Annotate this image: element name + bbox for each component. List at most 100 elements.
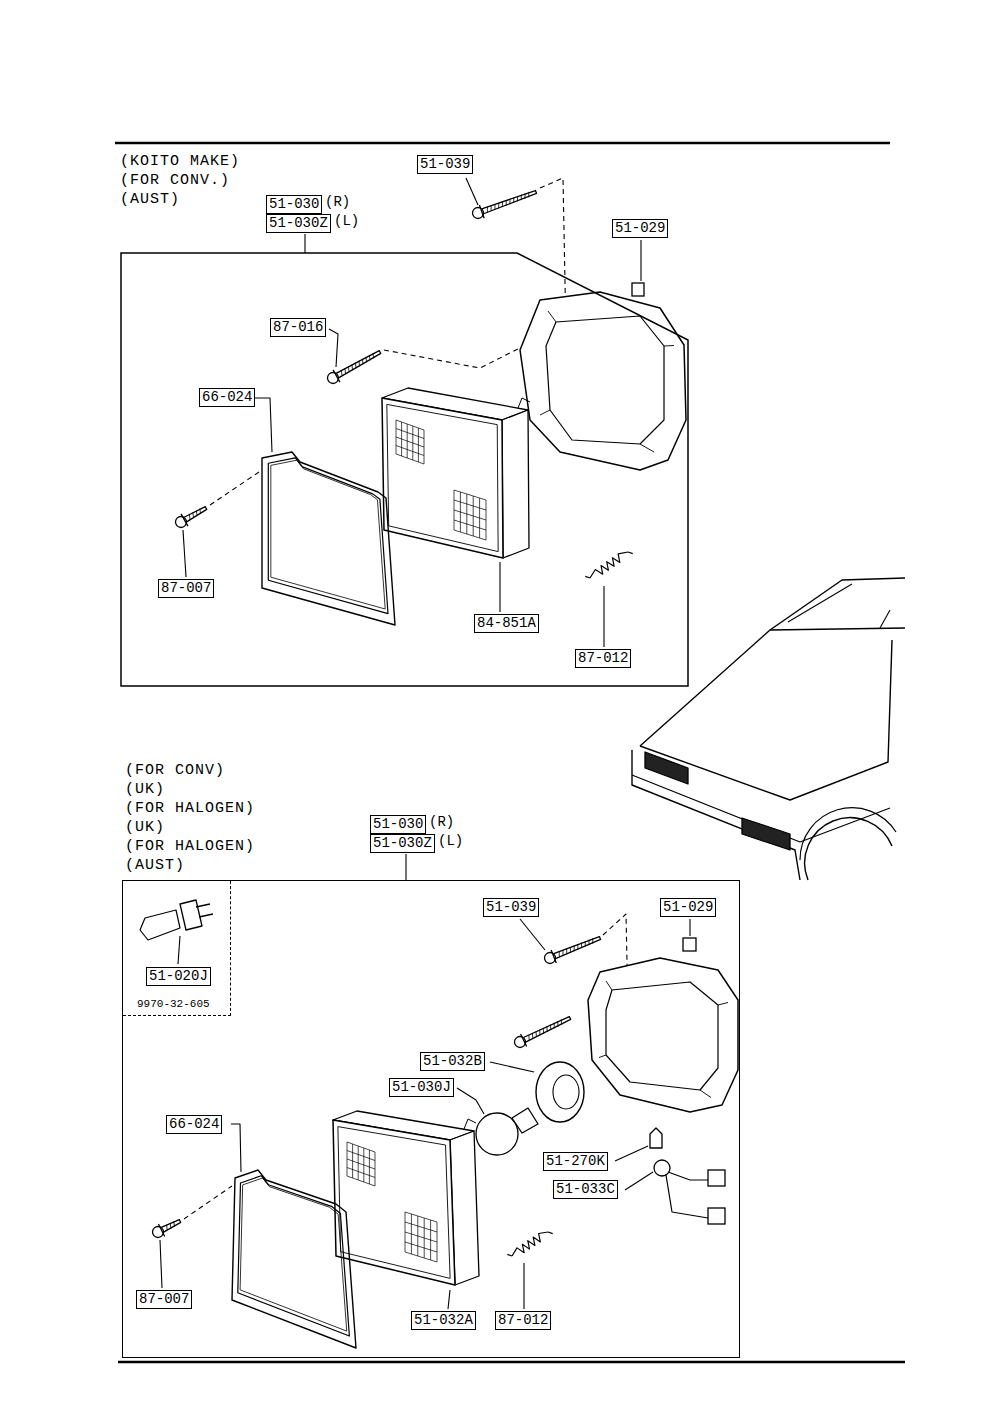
screw-thread xyxy=(557,1021,558,1027)
screw-washer xyxy=(521,1034,527,1047)
screw-washer xyxy=(479,205,484,218)
screw-thread xyxy=(588,940,589,946)
screw-thread xyxy=(554,1023,555,1029)
lamp-top xyxy=(333,1111,474,1140)
bezel-lip xyxy=(271,460,385,609)
screw-thread xyxy=(369,355,371,361)
leader-line xyxy=(457,1088,484,1114)
car-outline xyxy=(640,628,905,746)
screw-thread xyxy=(581,943,582,949)
screw-thread xyxy=(341,370,343,376)
screw-washer xyxy=(333,370,340,382)
lens-pattern xyxy=(486,500,487,540)
leader-line xyxy=(520,919,545,950)
frame-outline xyxy=(121,253,690,686)
connector xyxy=(708,1208,725,1224)
clip xyxy=(683,938,696,951)
bezel-outer xyxy=(232,1170,356,1348)
wire xyxy=(668,1172,708,1180)
screw-thread xyxy=(362,359,364,365)
screw-thread xyxy=(561,1019,562,1025)
lens-pattern xyxy=(454,510,486,520)
leader-line xyxy=(329,329,338,367)
heading-line: (KOITO MAKE) xyxy=(120,152,240,171)
car-outline xyxy=(880,610,890,628)
lamp-side xyxy=(450,1131,479,1285)
callout-number: 84-851A xyxy=(474,614,539,633)
side-marker: (L) xyxy=(438,833,463,850)
housing-rib xyxy=(599,1055,606,1058)
screw-washer xyxy=(181,514,188,526)
housing-rib xyxy=(718,1003,728,1006)
screw-shaft xyxy=(523,1017,570,1043)
screw-thread xyxy=(348,367,350,373)
car-outline xyxy=(640,640,892,800)
screw-thread xyxy=(521,195,522,201)
leader-line xyxy=(183,530,186,577)
screw-thread xyxy=(546,1026,547,1032)
callout-number: 51-030J xyxy=(389,1078,454,1097)
leader-line xyxy=(178,936,180,964)
screw-thread xyxy=(513,197,514,203)
callout-number: 51-030 xyxy=(266,195,322,214)
screw-thread xyxy=(355,363,357,369)
screw-thread xyxy=(577,944,578,950)
bezel-lip xyxy=(240,1178,347,1331)
screw-thread xyxy=(506,200,507,206)
spring-hook xyxy=(585,576,590,578)
screw-thread xyxy=(491,205,492,211)
lens-pattern xyxy=(396,420,397,454)
lens-pattern xyxy=(430,1220,431,1260)
screw-shaft xyxy=(336,351,381,378)
side-marker: (R) xyxy=(429,814,454,831)
screw-thread xyxy=(196,510,198,516)
screw-thread xyxy=(532,1033,533,1039)
screw-thread xyxy=(502,201,503,207)
screw-thread xyxy=(358,361,360,367)
lens-pattern xyxy=(347,1142,348,1176)
wheel xyxy=(805,818,892,880)
car-outline xyxy=(788,584,852,622)
screw-washer xyxy=(158,1224,164,1237)
lamp-lens xyxy=(387,404,498,551)
callout-number: 51-039 xyxy=(483,898,539,917)
callout-number: 87-016 xyxy=(270,318,326,337)
lamp-side xyxy=(502,410,529,558)
headlamp xyxy=(742,818,790,850)
leader-line xyxy=(689,919,690,936)
callout-number: 66-024 xyxy=(166,1115,222,1134)
leader-line xyxy=(625,1172,653,1190)
bulb-base xyxy=(180,900,202,930)
screw-thread xyxy=(524,193,525,199)
housing-rib xyxy=(548,311,556,322)
assembly-line xyxy=(603,914,628,1010)
connector xyxy=(708,1170,725,1186)
lens-pattern xyxy=(396,429,424,439)
callout-number: 51-030Z xyxy=(370,834,435,853)
lens-pattern xyxy=(401,422,402,456)
screw-head xyxy=(328,373,339,384)
lens-pattern xyxy=(396,437,424,447)
leader-line xyxy=(304,234,305,253)
side-marker: (L) xyxy=(334,213,359,230)
callout-number: 51-270K xyxy=(543,1152,608,1171)
group-frame: (KOITO MAKE) (FOR CONV.) (AUST) xyxy=(121,253,690,686)
screw-thread xyxy=(509,199,510,205)
screw-thread xyxy=(166,1225,168,1231)
wire xyxy=(666,1175,708,1218)
housing-rib xyxy=(640,444,654,452)
leader-line xyxy=(448,1290,450,1309)
screw-head xyxy=(153,1227,164,1238)
clip xyxy=(632,283,644,296)
screw-shaft xyxy=(184,507,207,522)
frame-outline xyxy=(121,253,688,686)
leader-line xyxy=(615,1146,648,1161)
lamp-housing xyxy=(520,292,686,470)
screw-thread xyxy=(574,946,575,952)
lens-pattern xyxy=(375,1152,376,1186)
heading-line: (UK) xyxy=(125,780,255,799)
callout-number: 51-030 xyxy=(370,815,426,834)
leader-line xyxy=(466,178,478,205)
callout-number: 87-012 xyxy=(495,1311,551,1330)
lens-pattern xyxy=(479,498,480,538)
